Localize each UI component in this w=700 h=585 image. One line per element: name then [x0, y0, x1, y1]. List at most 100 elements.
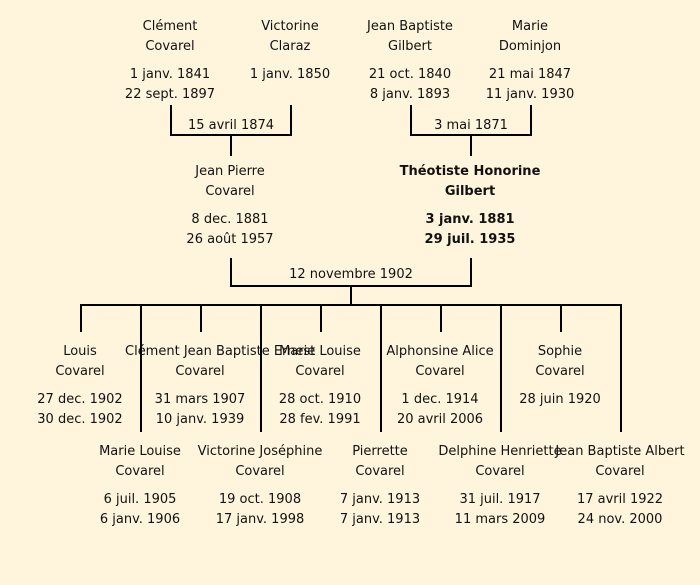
person-first: Louis — [63, 344, 97, 359]
person-last: Covarel — [175, 364, 225, 379]
person-last: Gilbert — [388, 39, 432, 54]
person-first: Marie — [511, 19, 549, 34]
person-first: Victorine Joséphine — [197, 444, 323, 459]
child-connector-1 — [140, 304, 142, 432]
person-birth: 1 dec. 1914 — [401, 392, 479, 407]
marriage-date-parents: 12 novembre 1902 — [289, 267, 413, 282]
person-death: 30 dec. 1902 — [37, 412, 123, 427]
person-birth: 28 oct. 1910 — [278, 392, 362, 407]
connector-paternal — [230, 134, 232, 156]
person-death: 6 janv. 1906 — [99, 512, 181, 527]
person-death: 11 janv. 1930 — [485, 87, 575, 102]
person-first: Victorine — [261, 19, 319, 34]
children-bar — [80, 304, 622, 306]
person-birth: 21 mai 1847 — [488, 67, 572, 82]
person-birth: 19 oct. 1908 — [218, 492, 302, 507]
person-last: Covarel — [295, 364, 345, 379]
person-last: Covarel — [145, 39, 195, 54]
child-connector-8 — [560, 304, 562, 332]
bracket-right-maternal — [530, 105, 532, 136]
person-first: Marie Louise — [279, 344, 361, 359]
person-last: Gilbert — [444, 184, 496, 199]
person-first: Alphonsine Alice — [386, 344, 494, 359]
person-last: Dominjon — [498, 39, 562, 54]
person-first: Jean Baptiste Albert — [555, 444, 685, 459]
connector-parents — [350, 285, 352, 306]
bracket-right-paternal — [290, 105, 292, 136]
person-birth: 31 mars 1907 — [154, 392, 246, 407]
person-first: Clément — [142, 19, 198, 34]
person-last: Covarel — [595, 464, 645, 479]
person-death: 17 janv. 1998 — [215, 512, 305, 527]
person-birth: 8 dec. 1881 — [191, 212, 269, 227]
child-connector-3 — [260, 304, 262, 432]
person-death: 10 janv. 1939 — [155, 412, 245, 427]
child-connector-4 — [320, 304, 322, 332]
person-last: Covarel — [205, 184, 255, 199]
person-death: 22 sept. 1897 — [124, 87, 216, 102]
person-first: Marie Louise — [99, 444, 181, 459]
person-first: Jean Pierre — [195, 164, 265, 179]
person-birth: 1 janv. 1850 — [249, 67, 331, 82]
child-connector-0 — [80, 304, 82, 332]
person-first: Théotiste Honorine — [399, 164, 541, 179]
child-connector-6 — [440, 304, 442, 332]
bracket-right-parents — [470, 258, 472, 287]
person-first: Jean Baptiste — [367, 19, 453, 34]
person-first: Clément Jean Baptiste Ernest — [125, 344, 316, 359]
person-birth: 17 avril 1922 — [576, 492, 664, 507]
person-death: 8 janv. 1893 — [369, 87, 451, 102]
person-death: 26 août 1957 — [186, 232, 274, 247]
person-birth: 28 juin 1920 — [519, 392, 601, 407]
person-birth: 7 janv. 1913 — [339, 492, 421, 507]
child-connector-9 — [620, 304, 622, 432]
person-death: 7 janv. 1913 — [339, 512, 421, 527]
person-last: Covarel — [235, 464, 285, 479]
person-last: Covarel — [535, 364, 585, 379]
person-birth: 1 janv. 1841 — [129, 67, 211, 82]
person-death: 28 fev. 1991 — [279, 412, 361, 427]
bracket-left-paternal — [170, 105, 172, 136]
person-death: 24 nov. 2000 — [577, 512, 663, 527]
person-death: 29 juil. 1935 — [424, 232, 516, 247]
person-last: Covarel — [355, 464, 405, 479]
marriage-date-maternal: 3 mai 1871 — [434, 118, 508, 133]
marriage-date-paternal: 15 avril 1874 — [187, 118, 275, 133]
child-connector-7 — [500, 304, 502, 432]
person-first: Pierrette — [352, 444, 408, 459]
person-first: Delphine Henriette — [438, 444, 562, 459]
person-last: Covarel — [415, 364, 465, 379]
connector-maternal — [470, 134, 472, 156]
person-last: Covarel — [115, 464, 165, 479]
bracket-left-maternal — [410, 105, 412, 136]
person-last: Claraz — [269, 39, 311, 54]
person-birth: 21 oct. 1840 — [368, 67, 452, 82]
person-last: Covarel — [55, 364, 105, 379]
child-connector-2 — [200, 304, 202, 332]
person-first: Sophie — [537, 344, 583, 359]
person-death: 11 mars 2009 — [454, 512, 546, 527]
person-death: 20 avril 2006 — [396, 412, 484, 427]
person-birth: 31 juil. 1917 — [459, 492, 541, 507]
child-connector-5 — [380, 304, 382, 432]
person-birth: 27 dec. 1902 — [37, 392, 123, 407]
bracket-left-parents — [230, 258, 232, 287]
person-birth: 6 juil. 1905 — [103, 492, 177, 507]
